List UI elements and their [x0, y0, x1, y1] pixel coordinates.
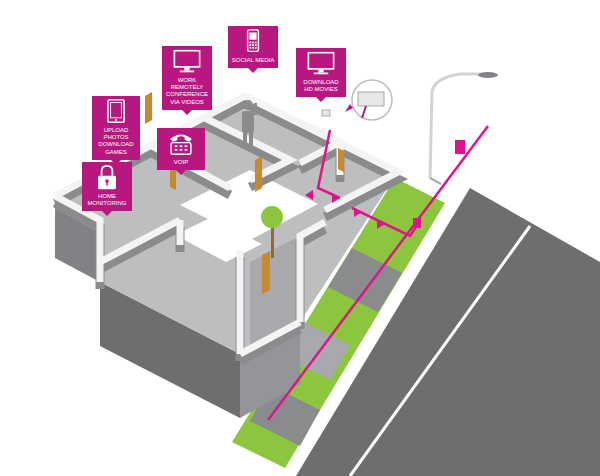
person [242, 100, 257, 149]
device-icon [235, 28, 271, 55]
street-light-pole [430, 74, 488, 178]
callout-box: DOWNLOAD HD MOVIES [296, 48, 346, 97]
callout-label: DOWNLOAD HD MOVIES [299, 79, 343, 93]
device-icon [303, 50, 339, 77]
callout-box: WORK REMOTELY CONFERENCE VIA VIDEOS [162, 46, 212, 110]
callout-label: SOCIAL MEDIA [231, 57, 275, 64]
callout-box: VOIP [157, 128, 205, 170]
callout-label: WORK REMOTELY CONFERENCE VIA VIDEOS [165, 77, 209, 106]
router-zoom [352, 80, 392, 120]
street-light-lamp [478, 72, 498, 78]
device-icon [89, 164, 125, 191]
router-box [358, 92, 384, 106]
device-icon [163, 130, 199, 157]
device-icon [98, 98, 134, 125]
router-device [322, 110, 330, 116]
callout-label: HOME MONITORING [85, 193, 129, 207]
pole-base [430, 178, 441, 184]
router-pointer [345, 104, 353, 112]
callout-label: VOIP [160, 159, 202, 166]
courtyard-path [175, 218, 262, 262]
callout-label: UPLOAD PHOTOS DOWNLOAD GAMES [95, 127, 137, 156]
callout-box: UPLOAD PHOTOS DOWNLOAD GAMES [92, 96, 140, 160]
tree-crown [261, 206, 283, 228]
doors [145, 92, 344, 294]
cable-arrows [305, 140, 465, 229]
callout-box: SOCIAL MEDIA [228, 26, 278, 68]
router-cable [362, 106, 366, 118]
device-icon [169, 48, 205, 75]
broadband-cable [268, 126, 488, 420]
callout-box: HOME MONITORING [82, 162, 132, 211]
